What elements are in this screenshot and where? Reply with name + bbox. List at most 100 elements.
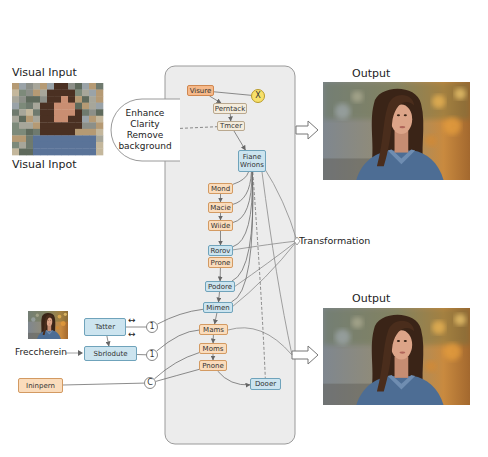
mosaic-pixel	[89, 129, 96, 136]
mosaic-pixel	[19, 149, 26, 156]
mosaic-pixel	[40, 103, 47, 110]
mosaic-pixel	[26, 83, 33, 90]
mosaic-pixel	[68, 83, 75, 90]
connector	[107, 336, 109, 346]
mosaic-pixel	[75, 96, 82, 103]
mosaic-pixel	[61, 142, 68, 149]
mosaic-pixel	[47, 135, 54, 142]
node-text: Macie	[210, 204, 230, 212]
hollow-arrow	[296, 121, 318, 139]
process-box: Moms	[199, 343, 227, 354]
arrow-head	[78, 350, 83, 356]
mosaic-pixel	[19, 116, 26, 123]
mosaic-pixel	[47, 90, 54, 97]
mosaic-pixel	[40, 142, 47, 149]
mosaic-pixel	[40, 96, 47, 103]
connector	[234, 131, 245, 150]
process-box: Pnone	[199, 360, 227, 371]
mosaic-pixel	[19, 90, 26, 97]
mosaic-pixel	[75, 129, 82, 136]
mosaic-pixel	[61, 96, 68, 103]
mosaic-pixel	[47, 83, 54, 90]
mosaic-pixel	[19, 109, 26, 116]
node-text: Rorov	[211, 247, 231, 255]
text-label: ↔	[128, 315, 136, 325]
mosaic-pixel	[40, 109, 47, 116]
text-label: Output	[352, 292, 390, 305]
mosaic-pixel	[96, 96, 103, 103]
mosaic-pixel	[54, 122, 61, 129]
connector	[180, 127, 217, 129]
connector	[220, 268, 221, 281]
mosaic-pixel	[82, 142, 89, 149]
connector	[215, 313, 217, 324]
mosaic-pixel	[12, 96, 19, 103]
process-box: Tatter	[84, 318, 126, 336]
mosaic-pixel	[75, 109, 82, 116]
mosaic-pixel	[26, 129, 33, 136]
node-text: Pnone	[202, 362, 224, 370]
node-text: Dooer	[255, 380, 276, 388]
node-text: X	[255, 92, 260, 100]
mosaic-pixel	[19, 96, 26, 103]
mosaic-pixel	[19, 135, 26, 142]
mosaic-pixel	[89, 109, 96, 116]
mosaic-pixel	[54, 109, 61, 116]
process-box: Prone	[208, 257, 233, 268]
process-box: Fiane Wrions	[238, 150, 266, 172]
text-label: Freccherein	[15, 347, 67, 357]
connector	[137, 354, 146, 355]
mosaic-pixel	[96, 129, 103, 136]
process-box: Sbrlodute	[84, 346, 137, 361]
mosaic-pixel	[68, 116, 75, 123]
mosaic-pixel	[96, 149, 103, 156]
mosaic-pixel	[33, 109, 40, 116]
mosaic-pixel	[54, 142, 61, 149]
connector	[157, 309, 203, 324]
mosaic-pixel	[96, 83, 103, 90]
mosaic-pixel	[47, 129, 54, 136]
mosaic-pixel	[33, 142, 40, 149]
mosaic-pixel	[68, 129, 75, 136]
mosaic-pixel	[75, 149, 82, 156]
mosaic-pixel	[68, 96, 75, 103]
process-box: Mams	[199, 324, 228, 335]
text-label: Visual Input	[12, 66, 77, 79]
mosaic-pixel	[75, 103, 82, 110]
process-box: Dooer	[250, 378, 281, 390]
mosaic-pixel	[82, 103, 89, 110]
mosaic-pixel	[68, 149, 75, 156]
mosaic-pixel	[82, 149, 89, 156]
mosaic-pixel	[54, 149, 61, 156]
connector	[233, 172, 249, 184]
mosaic-pixel	[33, 90, 40, 97]
mosaic-pixel	[96, 90, 103, 97]
callout-circle: 1	[146, 321, 158, 333]
node-text: Tmcer	[220, 122, 242, 130]
leader-line	[234, 241, 297, 287]
mosaic-pixel	[89, 83, 96, 90]
mosaic-pixel	[96, 142, 103, 149]
mosaic-pixel	[26, 90, 33, 97]
node-text: Enhance Clarity Remove background	[116, 108, 174, 152]
mosaic-pixel	[47, 96, 54, 103]
input-thumbnail	[28, 311, 68, 339]
process-box: Mond	[208, 183, 233, 194]
mosaic-pixel	[54, 129, 61, 136]
mosaic-pixel	[68, 135, 75, 142]
connector	[219, 292, 220, 302]
text-label: Visual Inpot	[12, 158, 77, 171]
mosaic-pixel	[12, 149, 19, 156]
text-label: Output	[352, 67, 390, 80]
mosaic-pixel	[12, 129, 19, 136]
node-text: Wiide	[211, 222, 230, 230]
mosaic-pixel	[89, 135, 96, 142]
process-box: Visure	[187, 85, 214, 96]
mosaic-pixel	[54, 135, 61, 142]
mosaic-pixel	[54, 83, 61, 90]
process-box: Mimen	[203, 302, 233, 313]
node-text: Podore	[208, 283, 232, 291]
connector	[63, 383, 144, 385]
mosaic-pixel	[89, 149, 96, 156]
mosaic-pixel	[82, 116, 89, 123]
